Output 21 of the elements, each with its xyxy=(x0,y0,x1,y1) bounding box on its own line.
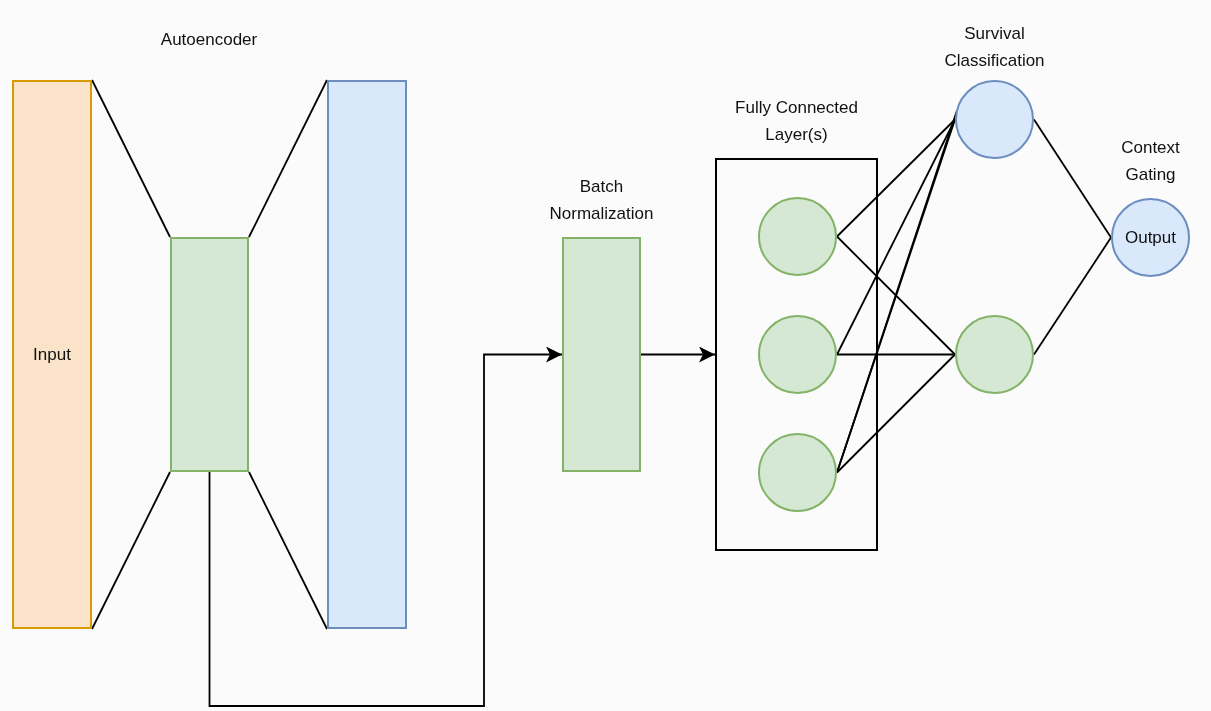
layer-label: Output xyxy=(1124,227,1176,248)
connection-line xyxy=(1033,118,1112,239)
output-layer-box xyxy=(327,80,407,629)
arrow xyxy=(640,346,716,363)
connection-line xyxy=(91,79,171,238)
layer-label: Fully Connected Layer(s) xyxy=(734,97,859,146)
connection-line xyxy=(836,353,956,474)
connection-line xyxy=(836,353,956,356)
arrow xyxy=(208,346,563,707)
connection-line xyxy=(836,235,956,356)
bottleneck-box xyxy=(170,237,249,472)
group-label: Autoencoder xyxy=(160,30,258,50)
layer-label: Batch Normalization xyxy=(548,176,655,225)
layer-label: Survival Classification xyxy=(943,23,1046,72)
layer-label: Context Gating xyxy=(1120,137,1181,186)
connection-line xyxy=(91,471,171,630)
connection-line xyxy=(1033,236,1112,356)
input-layer-box xyxy=(12,80,92,629)
connection-line xyxy=(248,79,328,238)
layer-label: Input xyxy=(33,344,71,365)
connection-line xyxy=(248,471,328,630)
